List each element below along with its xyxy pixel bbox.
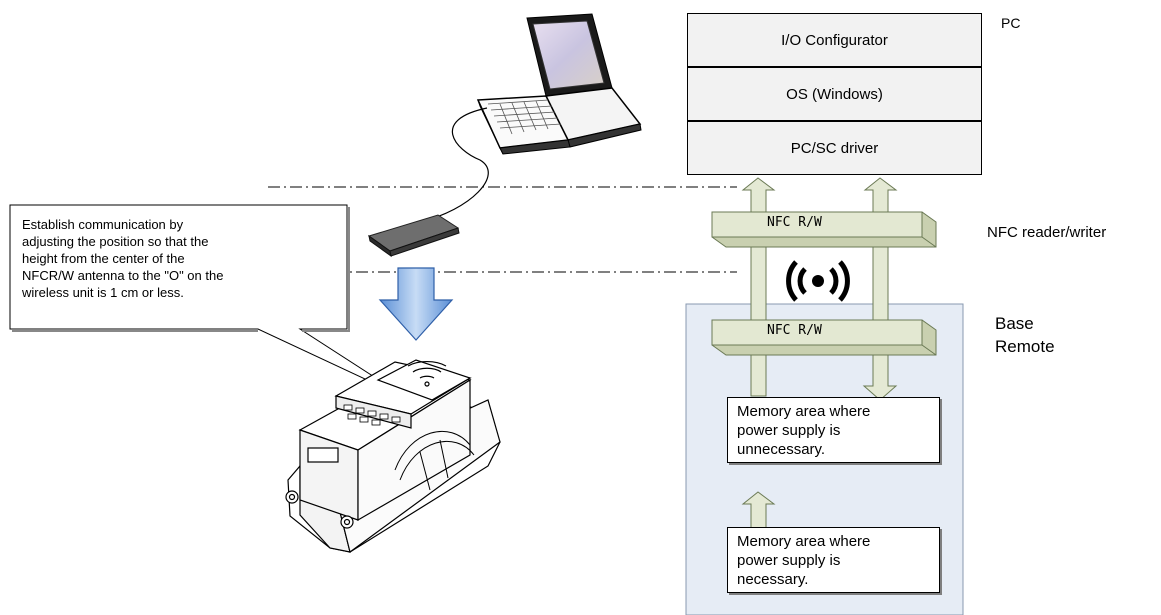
nfc-reader-device-icon [367, 214, 460, 258]
callout-shape [9, 204, 411, 401]
callout-line-4: NFCR/W antenna to the "O" on the [22, 268, 224, 283]
wireless-unit-icon [285, 359, 501, 554]
nfc-reader-writer-label: NFC reader/writer [987, 224, 1107, 241]
callout-line-1: Establish communication by [22, 217, 184, 232]
memory-unpowered-line-1: Memory area where [737, 403, 871, 420]
memory-box-unpowered: Memory area where power supply is unnece… [727, 397, 940, 463]
remote-label: Remote [995, 337, 1055, 356]
wireless-signal-icon [786, 260, 850, 302]
callout-line-3: height from the center of the [22, 251, 185, 266]
callout-text: Establish communication by adjusting the… [10, 205, 347, 329]
arrow-left-bidirectional [741, 177, 776, 397]
laptop-icon [476, 13, 642, 155]
nfc-rw-bar-base [711, 319, 937, 356]
base-label: Base [995, 314, 1034, 333]
callout-line-2: adjusting the position so that the [22, 234, 209, 249]
stack-layer-driver: PC/SC driver [687, 121, 982, 175]
nfc-rw-bar-reader [711, 211, 937, 248]
nfc-rw-base-label: NFC R/W [767, 323, 822, 338]
down-arrow-icon [378, 267, 454, 341]
base-remote-label: Base Remote [995, 312, 1055, 358]
memory-unpowered-line-3: unnecessary. [737, 441, 826, 458]
memory-powered-line-3: necessary. [737, 571, 809, 588]
nfc-rw-reader-label: NFC R/W [767, 215, 822, 230]
stack-layer-os: OS (Windows) [687, 67, 982, 121]
callout-line-5: wireless unit is 1 cm or less. [22, 285, 184, 300]
memory-box-powered: Memory area where power supply is necess… [727, 527, 940, 593]
pc-label: PC [1001, 15, 1021, 31]
memory-powered-line-2: power supply is [737, 552, 841, 569]
memory-unpowered-line-2: power supply is [737, 422, 841, 439]
usb-cable [419, 107, 489, 223]
memory-powered-line-1: Memory area where [737, 533, 871, 550]
stack-layer-configurator: I/O Configurator [687, 13, 982, 67]
